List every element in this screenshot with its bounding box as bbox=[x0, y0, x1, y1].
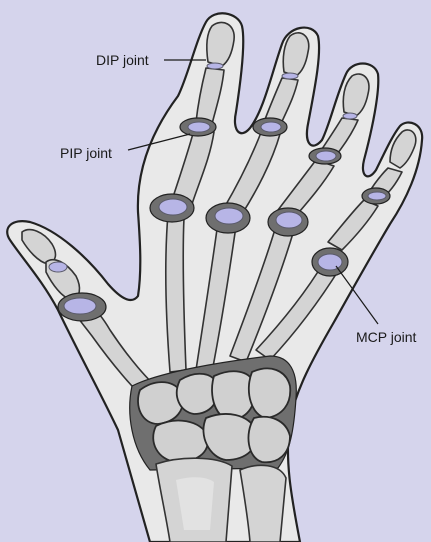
forearm-bones bbox=[156, 458, 286, 542]
dip-joint-label: DIP joint bbox=[96, 52, 149, 68]
mcp-joint-label: MCP joint bbox=[356, 329, 417, 345]
thumb-mcp-joint bbox=[64, 298, 96, 314]
pip-joint-label: PIP joint bbox=[60, 145, 112, 161]
thumb-ip-joint bbox=[49, 262, 67, 272]
